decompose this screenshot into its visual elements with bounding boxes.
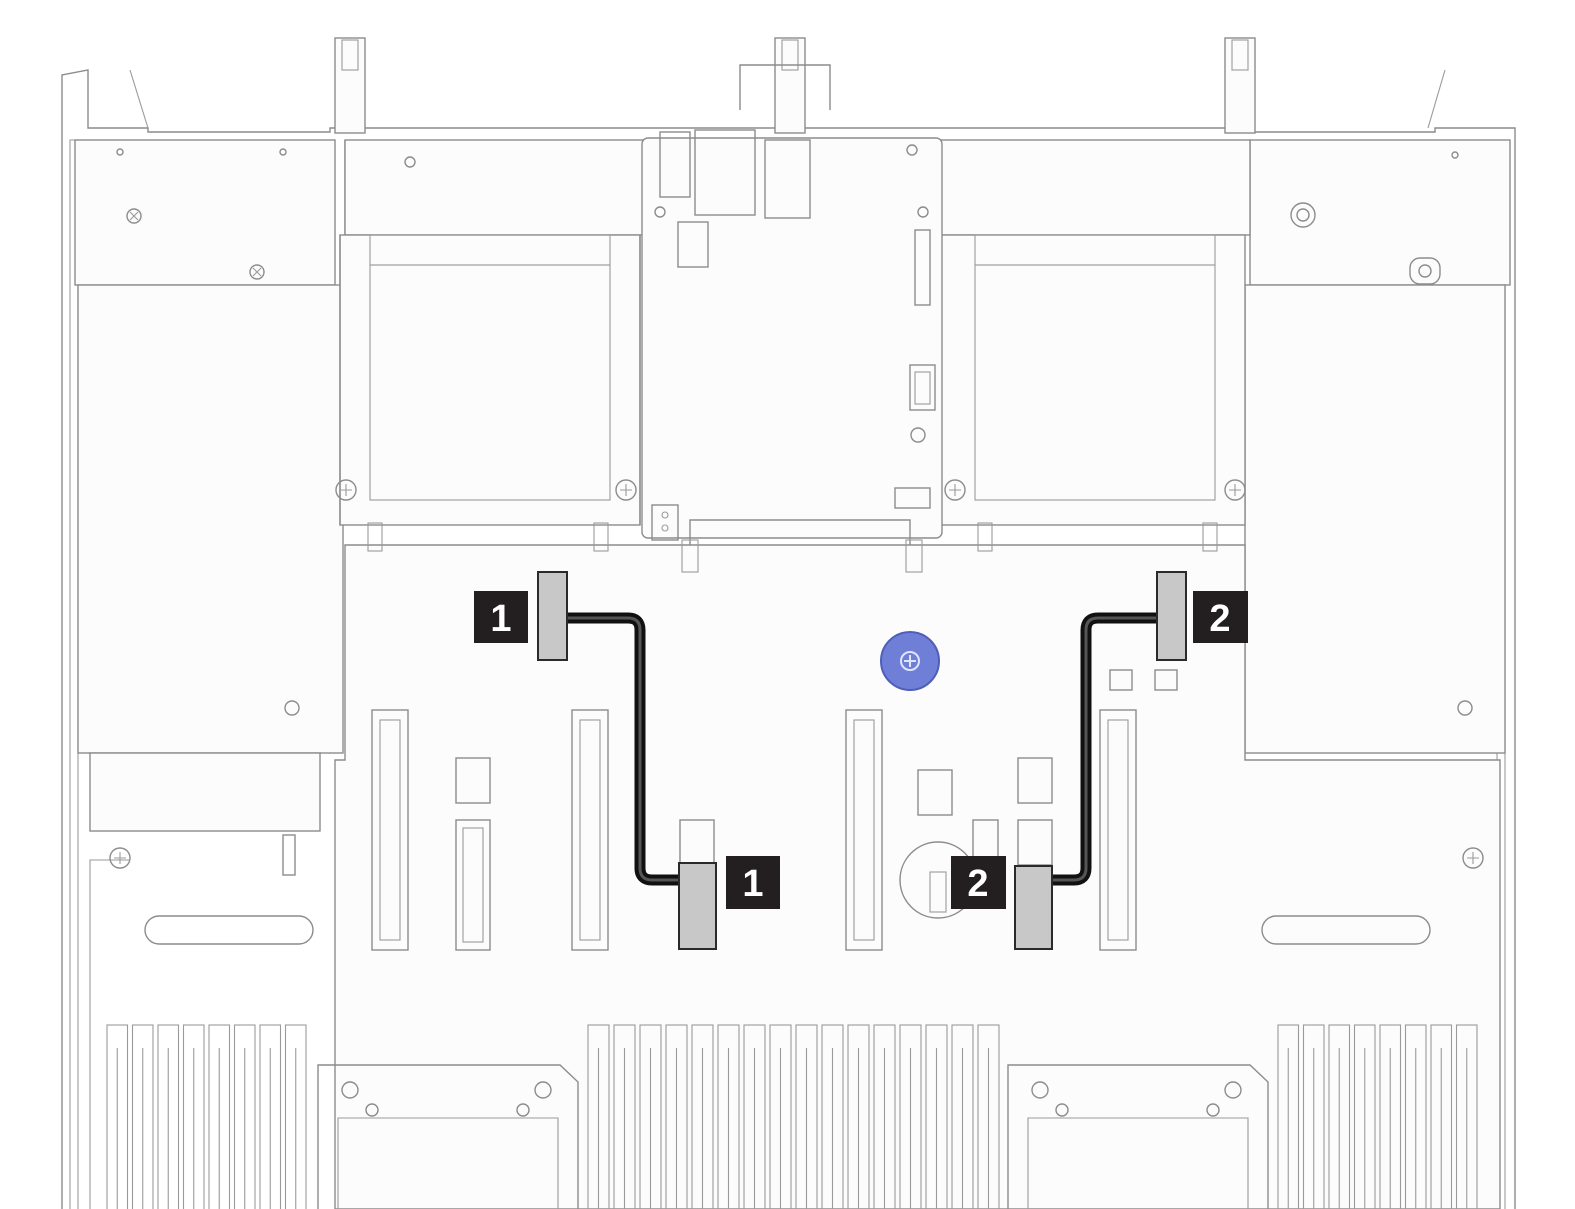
screw-icon xyxy=(109,847,131,869)
dimm-slot xyxy=(157,1024,180,1209)
dimm-slot xyxy=(821,1024,844,1209)
dimm-slot xyxy=(639,1024,662,1209)
cable-1[interactable] xyxy=(537,571,717,950)
dimm-slot xyxy=(284,1024,307,1209)
dimm-slot xyxy=(899,1024,922,1209)
thumbscrew-icon[interactable] xyxy=(880,631,940,691)
dimm-slot xyxy=(233,1024,256,1209)
dimm-slot xyxy=(1353,1024,1376,1209)
connector[interactable] xyxy=(1014,865,1053,950)
callout-label: 2 xyxy=(967,863,988,905)
callout-cable1-top: 1 xyxy=(474,591,528,643)
screw-icon xyxy=(1290,202,1316,228)
dimm-slot xyxy=(691,1024,714,1209)
dimm-slot xyxy=(951,1024,974,1209)
dimm-slot xyxy=(613,1024,636,1209)
left-power-supply-cage xyxy=(74,139,344,876)
pcie-slot xyxy=(845,709,883,951)
dimm-slot xyxy=(1302,1024,1325,1209)
dimm-slot xyxy=(717,1024,740,1209)
screw-icon xyxy=(944,479,966,501)
connector[interactable] xyxy=(678,862,717,950)
screw-icon xyxy=(249,264,265,280)
dimm-slot xyxy=(131,1024,154,1209)
right-bay xyxy=(939,234,1246,526)
pcie-slot xyxy=(455,819,491,951)
screw-icon xyxy=(615,479,637,501)
top-rail xyxy=(334,37,1256,241)
dimm-bank-right xyxy=(1277,1024,1478,1209)
dimm-slot xyxy=(587,1024,610,1209)
dimm-bank-left xyxy=(106,1024,307,1209)
pcie-slot xyxy=(371,709,409,951)
screw-icon xyxy=(335,479,357,501)
dimm-slot xyxy=(1430,1024,1453,1209)
center-module-board xyxy=(641,129,943,545)
pcie-slot xyxy=(1099,709,1137,951)
system-board xyxy=(109,522,1501,1209)
dimm-slot xyxy=(259,1024,282,1209)
dimm-slot xyxy=(925,1024,948,1209)
processor-socket-right xyxy=(1007,1064,1269,1209)
callout-label: 1 xyxy=(490,598,511,640)
dimm-slot xyxy=(665,1024,688,1209)
dimm-slot xyxy=(873,1024,896,1209)
dimm-slot xyxy=(1404,1024,1427,1209)
left-bay xyxy=(335,234,641,526)
callout-cable2-bottom: 2 xyxy=(951,856,1006,909)
dimm-slot xyxy=(977,1024,1000,1209)
cable-2[interactable] xyxy=(1014,571,1187,950)
pcie-slot xyxy=(571,709,609,951)
dimm-slot xyxy=(106,1024,129,1209)
dimm-bank-center xyxy=(587,1024,1000,1209)
dimm-slot xyxy=(1328,1024,1351,1209)
callout-cable2-top: 2 xyxy=(1193,591,1248,643)
dimm-slot xyxy=(208,1024,231,1209)
dimm-slot xyxy=(182,1024,205,1209)
callout-cable1-bottom: 1 xyxy=(726,856,780,909)
dimm-slot xyxy=(1455,1024,1478,1209)
dimm-slot xyxy=(847,1024,870,1209)
dimm-slot xyxy=(1379,1024,1402,1209)
dimm-slot xyxy=(1277,1024,1300,1209)
processor-socket-left xyxy=(317,1064,579,1209)
screw-icon xyxy=(1224,479,1246,501)
dimm-slot xyxy=(769,1024,792,1209)
connector[interactable] xyxy=(1156,571,1187,661)
screw-icon xyxy=(1462,847,1484,869)
connector[interactable] xyxy=(537,571,568,661)
dimm-slot xyxy=(795,1024,818,1209)
screw-icon xyxy=(1409,257,1441,285)
callout-label: 1 xyxy=(742,863,763,905)
dimm-slot xyxy=(743,1024,766,1209)
screw-icon xyxy=(126,208,142,224)
callout-label: 2 xyxy=(1209,598,1230,640)
